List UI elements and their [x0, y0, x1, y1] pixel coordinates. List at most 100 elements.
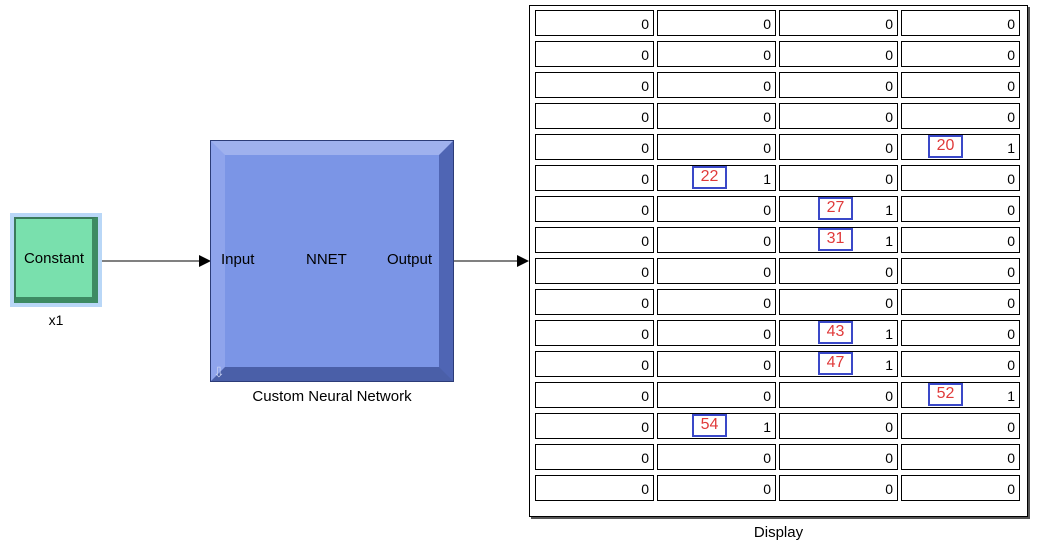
display-cell: 0 — [901, 351, 1020, 377]
display-cell-value: 0 — [1007, 481, 1015, 497]
display-cell-value: 0 — [1007, 357, 1015, 373]
display-cell-value: 0 — [641, 233, 649, 249]
display-cell-value: 0 — [763, 233, 771, 249]
display-cell-value: 0 — [763, 450, 771, 466]
display-cell: 0 — [657, 41, 776, 67]
display-cell-value: 0 — [885, 450, 893, 466]
display-cell-value: 0 — [641, 357, 649, 373]
display-cell-value: 0 — [763, 481, 771, 497]
annotation-label: 52 — [928, 383, 963, 406]
display-cell-value: 0 — [1007, 109, 1015, 125]
nnet-block[interactable] — [210, 140, 454, 382]
display-cell: 0 — [657, 227, 776, 253]
display-cell: 0 — [779, 258, 898, 284]
display-cell: 0 — [779, 103, 898, 129]
display-cell-value: 0 — [763, 326, 771, 342]
display-cell: 0 — [657, 10, 776, 36]
display-cell: 0 — [657, 475, 776, 501]
display-cell: 0 — [901, 10, 1020, 36]
nnet-block-name[interactable]: Custom Neural Network — [252, 388, 412, 405]
display-cell: 0 — [779, 72, 898, 98]
display-cell-value: 0 — [763, 202, 771, 218]
constant-block-name[interactable]: x1 — [48, 312, 64, 328]
annotation-label: 20 — [928, 135, 963, 158]
display-cell-value: 0 — [641, 202, 649, 218]
subsystem-arrow-icon: ⇩ — [213, 364, 225, 380]
display-cell: 0 — [535, 103, 654, 129]
display-cell: 0 — [535, 320, 654, 346]
display-cell-value: 0 — [885, 171, 893, 187]
display-cell-value: 0 — [885, 78, 893, 94]
display-cell-value: 1 — [885, 233, 893, 249]
display-cell: 0 — [657, 72, 776, 98]
display-cell-value: 0 — [641, 326, 649, 342]
display-cell-value: 0 — [1007, 47, 1015, 63]
display-cell: 0 — [657, 258, 776, 284]
display-cell-value: 0 — [1007, 16, 1015, 32]
display-cell-value: 0 — [885, 140, 893, 156]
display-cell-value: 0 — [1007, 233, 1015, 249]
display-cell-value: 0 — [641, 140, 649, 156]
display-cell: 0 — [535, 382, 654, 408]
display-cell-value: 0 — [641, 388, 649, 404]
display-cell-value: 0 — [641, 264, 649, 280]
display-cell-value: 0 — [641, 295, 649, 311]
display-cell: 0 — [535, 444, 654, 470]
display-cell-value: 0 — [763, 264, 771, 280]
display-cell: 0 — [535, 227, 654, 253]
display-cell-value: 0 — [885, 264, 893, 280]
display-cell-value: 0 — [641, 16, 649, 32]
display-cell-value: 0 — [1007, 419, 1015, 435]
nnet-block-title: NNET — [306, 251, 347, 268]
display-cell-value: 0 — [641, 450, 649, 466]
display-cell: 0 — [901, 258, 1020, 284]
display-cell: 0 — [657, 134, 776, 160]
display-cell: 0 — [901, 41, 1020, 67]
display-cell-value: 0 — [763, 78, 771, 94]
display-cell: 0 — [657, 351, 776, 377]
arrowhead-display-input — [517, 255, 529, 267]
display-block-name[interactable]: Display — [753, 524, 804, 541]
display-cell: 0 — [901, 444, 1020, 470]
display-cell-value: 0 — [763, 357, 771, 373]
display-cell: 0 — [779, 413, 898, 439]
display-cell: 0 — [535, 165, 654, 191]
display-cell-value: 0 — [763, 140, 771, 156]
display-cell: 0 — [535, 72, 654, 98]
display-cell-value: 0 — [1007, 171, 1015, 187]
display-cell: 0 — [535, 196, 654, 222]
display-cell-value: 1 — [763, 419, 771, 435]
display-cell: 0 — [657, 382, 776, 408]
display-cell: 0 — [901, 320, 1020, 346]
nnet-output-port-label: Output — [387, 251, 433, 268]
display-cell: 0 — [779, 134, 898, 160]
annotation-label: 47 — [818, 352, 853, 375]
display-cell: 0 — [779, 289, 898, 315]
display-cell: 0 — [535, 475, 654, 501]
display-cell-value: 1 — [763, 171, 771, 187]
display-cell: 0 — [901, 475, 1020, 501]
display-cell-value: 0 — [641, 171, 649, 187]
display-cell-value: 0 — [763, 388, 771, 404]
display-block[interactable]: 0 0 0 0 0 0 0 0 0 0 0 0 0 0 0 0 0 0 0 1 0 1 0 0 0 0 1 0 0 0 1 0 0 0 0 0 0 0 0 0… — [529, 5, 1028, 517]
display-cell: 0 — [779, 444, 898, 470]
display-cell-value: 0 — [641, 419, 649, 435]
display-cell-value: 0 — [1007, 202, 1015, 218]
display-cell: 0 — [535, 134, 654, 160]
annotation-label: 31 — [818, 228, 853, 251]
constant-block[interactable]: Constant — [14, 217, 98, 303]
arrowhead-nnet-input — [199, 255, 211, 267]
annotation-label: 22 — [692, 166, 727, 189]
display-cell: 0 — [779, 475, 898, 501]
display-cell: 0 — [657, 196, 776, 222]
display-cell: 0 — [901, 103, 1020, 129]
display-cell-value: 1 — [1007, 140, 1015, 156]
display-cell-value: 0 — [885, 419, 893, 435]
display-cell-value: 0 — [763, 16, 771, 32]
display-cell: 0 — [901, 413, 1020, 439]
display-cell-value: 1 — [1007, 388, 1015, 404]
display-cell-value: 0 — [763, 109, 771, 125]
display-cell-value: 1 — [885, 357, 893, 373]
display-cell-value: 0 — [885, 109, 893, 125]
display-cell: 0 — [901, 289, 1020, 315]
